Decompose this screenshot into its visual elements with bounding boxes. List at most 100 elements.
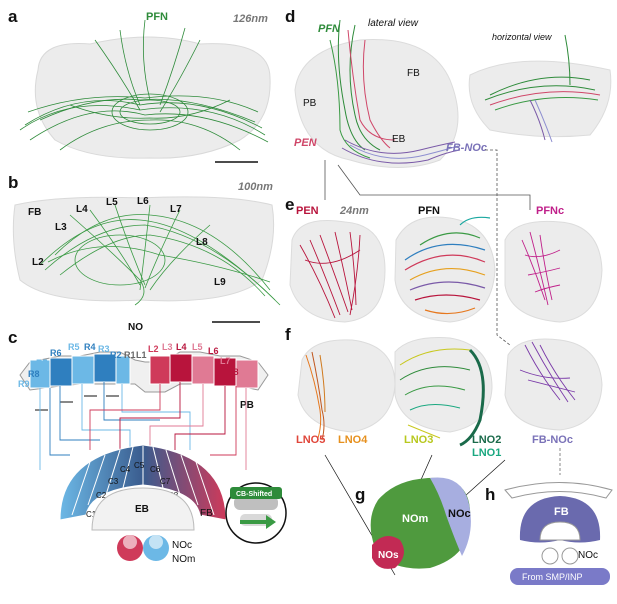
panel-c-glomerulus-labels: R9 R8 R7 R6 R5 R4 R3 R2 R1 L1 L2 L3 L4 L… <box>18 342 247 389</box>
panel-a-neurons <box>19 19 269 151</box>
panel-h-pb-outline <box>504 482 613 499</box>
panel-c-c3: C3 <box>108 477 119 486</box>
panel-c-inset <box>225 482 287 544</box>
panel-f-lno2: LNO2 <box>472 434 501 446</box>
panel-f-lno5: LNO5 <box>296 434 325 446</box>
panel-d-lateral-view: lateral view <box>368 18 419 29</box>
panel-b-l9: L9 <box>214 277 226 288</box>
panel-c-l9: L9 <box>236 378 247 388</box>
panel-h-from: From SMP/INP <box>522 572 583 582</box>
panel-c-connections <box>39 382 247 470</box>
panel-h-source-box <box>510 568 610 585</box>
panel-c-shift-arrows <box>35 395 119 411</box>
panel-e-pfn: PFN <box>418 205 440 217</box>
panel-c-l8: L8 <box>228 367 239 377</box>
panel-f-fbnoc-neurons <box>519 341 576 403</box>
panel-b-l5: L5 <box>106 197 118 208</box>
panel-a: a 126nm PFN <box>8 7 271 163</box>
panel-h-fb: FB <box>554 506 569 518</box>
panel-g-noc: NOc <box>448 508 471 520</box>
panel-c-r6: R6 <box>50 348 62 358</box>
panel-c-ellipsoid-body <box>91 487 195 531</box>
panel-e-pfnc: PFNc <box>536 205 564 217</box>
panel-g-nom: NOm <box>402 513 429 525</box>
panel-c-l1: L1 <box>136 350 147 360</box>
panel-g: g NOc NOm NOs <box>324 454 506 576</box>
panel-c-l4: L4 <box>176 342 187 352</box>
panel-d-pen: PEN <box>294 137 318 149</box>
panel-c-label: c <box>8 328 17 347</box>
panel-c-r8: R8 <box>28 369 40 379</box>
panel-c-c6: C6 <box>150 465 161 474</box>
panel-c-r3: R3 <box>98 344 110 354</box>
panel-d-horizontal-neurons <box>484 34 601 143</box>
panel-f-lno-neurons-2 <box>399 348 485 447</box>
panel-d-pb: PB <box>303 98 317 109</box>
panel-c-noduli <box>117 535 169 561</box>
panel-f-label: f <box>285 325 291 344</box>
panel-c-r1: R1 <box>124 350 136 360</box>
panel-c-c7: C7 <box>160 477 171 486</box>
panel-e-label: e <box>285 195 294 214</box>
panel-f-lno4: LNO4 <box>338 434 368 446</box>
panel-b-l7: L7 <box>170 204 182 215</box>
panel-c-l6: L6 <box>208 346 219 356</box>
panel-h-noc: NOc <box>578 550 598 561</box>
panel-c-r4: R4 <box>84 342 96 352</box>
panel-e-pen: PEN <box>296 205 319 217</box>
panel-c-l2: L2 <box>148 344 159 354</box>
panel-a-scale: 126nm <box>233 13 268 25</box>
panel-g-nodulus-nos <box>372 536 404 569</box>
panel-b-fb: FB <box>28 207 41 218</box>
panel-c-c5: C5 <box>134 461 145 470</box>
panel-b-l8: L8 <box>196 237 208 248</box>
panel-c-c4: C4 <box>120 465 131 474</box>
panel-c-inset-label: CB-Shifted <box>236 491 272 498</box>
panel-e-pfn-brain <box>394 216 496 323</box>
panel-b-l3: L3 <box>55 222 67 233</box>
panel-f-lno-brain-2 <box>394 337 493 433</box>
panel-g-nos: NOs <box>378 550 399 561</box>
panel-b-l4: L4 <box>76 204 88 215</box>
panel-d-eb: EB <box>392 134 406 145</box>
panel-c-nom: NOm <box>172 554 195 565</box>
panel-c-protocerebral-bridge <box>19 351 269 393</box>
panel-a-cell-label: PFN <box>146 11 168 23</box>
panel-h-noduli <box>541 547 579 565</box>
panel-f-fbnoc: FB-NOc <box>532 434 573 446</box>
panel-d-fbnoc: FB-NOc <box>446 142 487 154</box>
panel-d-lateral-neurons <box>329 19 461 164</box>
panel-c-c1: C1 <box>86 510 97 519</box>
panel-c-l5: L5 <box>192 342 203 352</box>
panel-c-r9: R9 <box>18 379 30 389</box>
panel-h-fan-shaped-body <box>519 496 601 543</box>
panel-d-label: d <box>285 7 295 26</box>
panel-b-l2: L2 <box>32 257 44 268</box>
panel-c-noc: NOc <box>172 540 192 551</box>
panel-h: h FB NOc From SMP/INP <box>485 482 613 585</box>
panel-b-brain-outline <box>12 196 275 302</box>
panel-g-label: g <box>355 485 365 504</box>
panel-c-r7: R7 <box>36 358 48 368</box>
panel-e-pen-brain <box>289 219 386 323</box>
panel-c: c R9 R8 R7 R6 R5 R4 R3 R2 R1 L1 L2 <box>8 328 287 565</box>
panel-c-l3: L3 <box>162 342 173 352</box>
panel-c-r5: R5 <box>68 342 80 352</box>
panel-d-fb: FB <box>407 68 420 79</box>
panel-f-lno3: LNO3 <box>404 434 433 446</box>
panel-c-l7: L7 <box>220 356 231 366</box>
panel-h-label: h <box>485 485 495 504</box>
panel-c-c2: C2 <box>96 491 107 500</box>
panel-e-scale: 24nm <box>339 205 369 217</box>
panel-b-scale: 100nm <box>238 181 273 193</box>
panel-c-r2: R2 <box>110 350 122 360</box>
panel-c-pb: PB <box>240 400 254 411</box>
panel-h-ellipsoid-body <box>539 521 581 541</box>
panel-f: f LNO5 LNO4 LNO3 LNO2 LNO1 FB-NOc <box>285 325 603 475</box>
panel-c-fb: FB <box>200 508 213 519</box>
panel-b-label: b <box>8 173 18 192</box>
panel-d-pfn: PFN <box>318 23 341 35</box>
panel-e-pfnc-neurons <box>521 231 561 306</box>
panel-c-eb: EB <box>135 504 149 515</box>
panel-f-lno1: LNO1 <box>472 447 501 459</box>
